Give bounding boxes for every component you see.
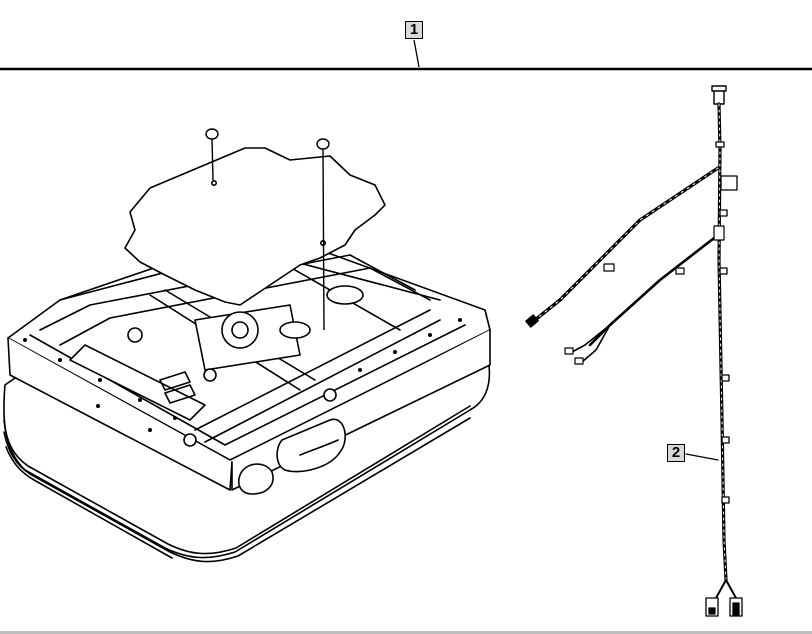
wiring-harness bbox=[525, 85, 743, 617]
adjustment-handle bbox=[276, 418, 346, 473]
pivot-mechanism bbox=[127, 285, 364, 382]
rail-holes bbox=[23, 318, 462, 432]
bottom-divider bbox=[0, 631, 812, 634]
harness-top-connector bbox=[711, 85, 727, 105]
screw-left bbox=[205, 128, 219, 181]
screw-right bbox=[316, 138, 330, 331]
mounting-screws bbox=[205, 128, 330, 331]
harness-junction-box bbox=[720, 175, 738, 191]
callout-2-label: 2 bbox=[667, 444, 685, 462]
callout-1-label: 1 bbox=[405, 21, 423, 39]
harness-lower-branch bbox=[588, 233, 720, 347]
harness-upper-branch bbox=[533, 166, 720, 322]
assembly-rule bbox=[0, 39, 812, 71]
harness-bottom-connectors bbox=[705, 597, 743, 617]
seat-assembly bbox=[3, 229, 491, 563]
harness-clips bbox=[715, 141, 730, 504]
front-caps bbox=[183, 388, 337, 495]
